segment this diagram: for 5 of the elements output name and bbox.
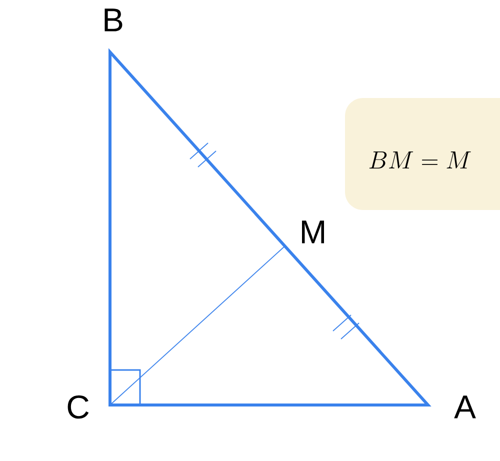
vertex-label: A [454,396,476,418]
vertex-label: M [302,220,324,244]
formula-box: $BM = M$ [345,98,500,210]
vertex-label: B [104,8,122,32]
vertex-label: C [68,395,89,419]
